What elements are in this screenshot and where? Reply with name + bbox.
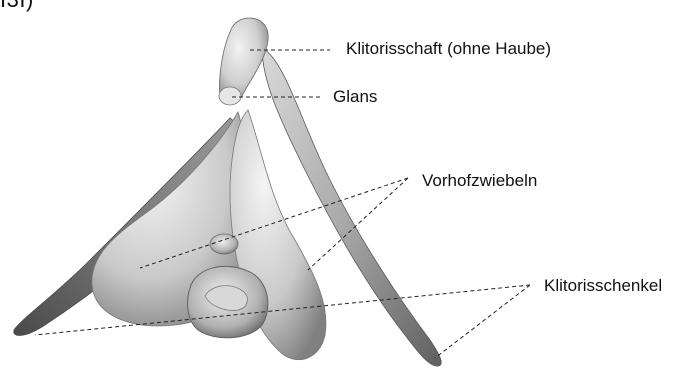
- glans: [219, 87, 241, 105]
- label-vestibular-bulbs: Vorhofzwiebeln: [422, 171, 537, 191]
- label-clitoral-shaft: Klitorisschaft (ohne Haube): [346, 39, 551, 59]
- label-clitoral-crura: Klitorisschenkel: [544, 276, 662, 296]
- label-glans: Glans: [333, 87, 377, 107]
- leader-crura-right: [435, 285, 530, 358]
